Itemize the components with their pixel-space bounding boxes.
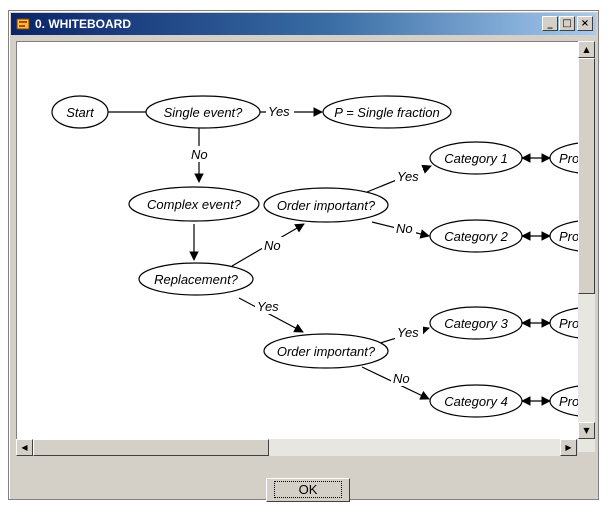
edge-label-yes-single: Yes [268,104,290,119]
node-pro3: Pro [559,316,578,331]
whiteboard-canvas[interactable]: Yes No No Yes No Yes Yes No [16,41,578,439]
horizontal-scrollbar[interactable]: ◀ ▶ [16,439,577,456]
vertical-scrollbar[interactable]: ▲ ▼ [578,41,595,452]
node-single-event: Single event? [164,105,244,120]
edge-label-yes-replacement: Yes [257,299,279,314]
node-cat2: Category 2 [444,229,508,244]
node-cat1-shape[interactable] [429,141,523,175]
vertical-scroll-thumb[interactable] [578,58,595,294]
scroll-left-arrow-icon[interactable]: ◀ [16,439,33,456]
flowchart-diagram: Yes No No Yes No Yes Yes No [51,95,578,418]
minimize-button[interactable]: _ [542,16,558,31]
app-icon [16,18,30,30]
node-single-event-shape[interactable] [145,95,261,129]
node-order-bottom-shape[interactable] [263,333,389,369]
node-order-top-shape[interactable] [263,187,389,223]
node-cat3-shape[interactable] [429,306,523,340]
window-title: 0. WHITEBOARD [35,17,131,31]
node-cat1: Category 1 [444,151,508,166]
node-single-fraction: P = Single fraction [334,105,439,120]
node-complex-event-shape[interactable] [128,186,260,222]
node-order-top: Order important? [277,198,376,213]
node-pro2: Pro [559,229,578,244]
edge-label-no-single: No [191,147,208,162]
whiteboard-window: 0. WHITEBOARD _ □ × [8,10,599,502]
node-single-fraction-shape[interactable] [322,95,452,129]
node-cat2-shape[interactable] [429,219,523,253]
edge-label-no-cat4: No [393,371,410,386]
ok-button[interactable]: OK [266,478,350,502]
node-order-bottom: Order important? [277,344,376,359]
node-pro3-shape[interactable] [549,307,578,339]
node-pro4-shape[interactable] [549,385,578,417]
edge-label-yes-cat3: Yes [397,325,419,340]
edge-label-yes-cat1: Yes [397,169,419,184]
node-pro1-shape[interactable] [549,142,578,174]
node-pro1: Pro [559,151,578,166]
node-pro4: Pro... [559,394,578,409]
maximize-button[interactable]: □ [559,16,575,31]
scroll-up-arrow-icon[interactable]: ▲ [578,41,595,58]
node-complex-event: Complex event? [147,197,242,212]
node-cat4-shape[interactable] [429,384,523,418]
node-cat4: Category 4 [444,394,508,409]
scroll-down-arrow-icon[interactable]: ▼ [578,422,595,439]
edge-label-no-cat2: No [396,221,413,236]
node-replacement: Replacement? [154,272,239,287]
node-replacement-shape[interactable] [138,262,254,296]
node-cat3: Category 3 [444,316,508,331]
title-bar[interactable]: 0. WHITEBOARD _ □ × [11,13,596,35]
node-start-shape[interactable] [51,95,109,129]
scroll-right-arrow-icon[interactable]: ▶ [560,439,577,456]
ok-button-label: OK [273,481,343,498]
horizontal-scroll-thumb[interactable] [33,439,269,456]
node-pro2-shape[interactable] [549,220,578,252]
node-start: Start [66,105,95,120]
edge-replacement-order-bottom [238,297,304,333]
edge-label-no-replacement: No [264,238,281,253]
close-button[interactable]: × [577,16,593,31]
